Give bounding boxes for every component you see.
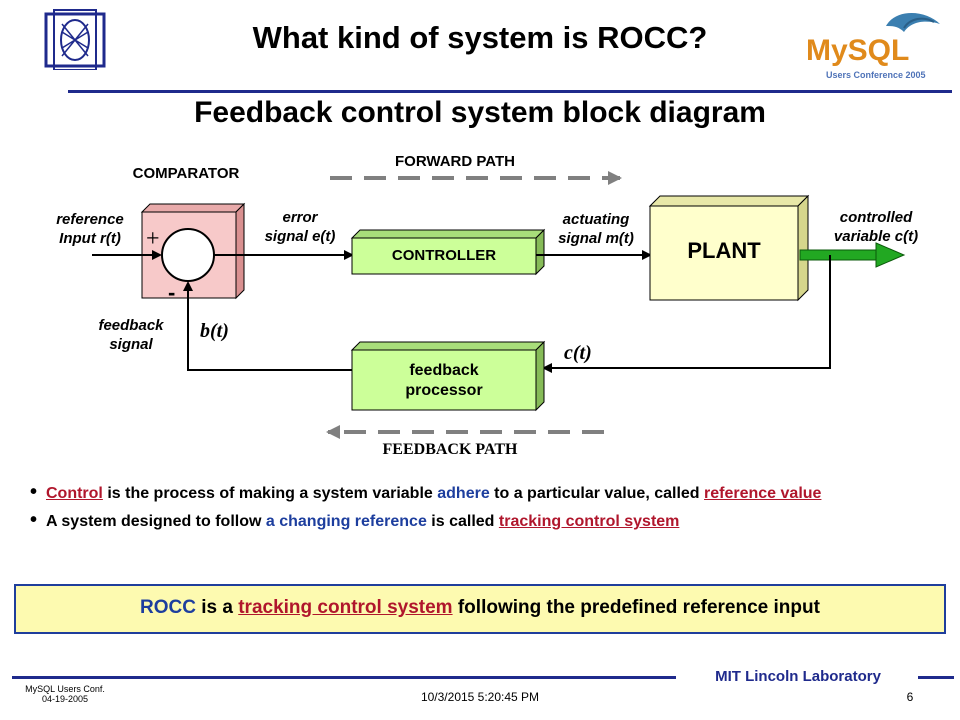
plus-sign: + [146, 226, 160, 252]
b-t-label: b(t) [200, 320, 229, 342]
timestamp: 10/3/2015 5:20:45 PM [420, 690, 540, 704]
mysql-logo-caption: Users Conference 2005 [826, 70, 926, 80]
org-label: MIT Lincoln Laboratory [715, 668, 881, 685]
lincoln-lab-logo [42, 8, 108, 71]
bullet-tracking: • A system designed to follow a changing… [30, 509, 680, 531]
output-arrow [799, 242, 906, 268]
controller-label: CONTROLLER [391, 247, 497, 264]
rocc-summary-box: ROCC is a tracking control system follow… [14, 584, 946, 634]
block-diagram [92, 171, 906, 439]
plant-label: PLANT [687, 238, 761, 263]
plant-block [648, 194, 810, 302]
controller-block [350, 228, 546, 276]
summing-junction [161, 228, 215, 282]
header-rule [68, 90, 952, 93]
footer-rule-left [12, 676, 676, 679]
comparator-label: COMPARATOR [132, 165, 240, 182]
footer-rule-right [918, 676, 954, 679]
page-number: 6 [906, 690, 914, 704]
minus-sign: - [168, 280, 176, 305]
c-t-label: c(t) [564, 342, 592, 364]
bullet-list: • Control is the process of making a sys… [30, 481, 936, 540]
mysql-logo-text: MySQL [806, 34, 910, 67]
forward-path-label: FORWARD PATH [395, 153, 515, 170]
feedback-path-label: FEEDBACK PATH [382, 441, 518, 458]
bullet-control: • Control is the process of making a sys… [30, 481, 822, 503]
diagram-title: Feedback control system block diagram [194, 96, 766, 129]
mysql-logo: MySQL Users Conference 2005 [800, 4, 950, 84]
conf-label: MySQL Users Conf.04-19-2005 [25, 684, 105, 704]
feedback-processor-block [350, 340, 546, 412]
page-title: What kind of system is ROCC? [252, 20, 708, 55]
